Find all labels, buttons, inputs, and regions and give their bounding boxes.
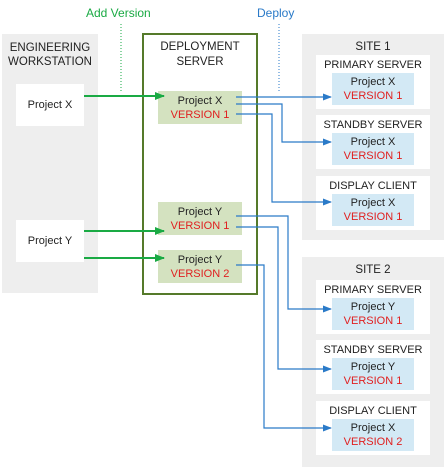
node-version: VERSION 2 (343, 436, 403, 448)
site-1-display-client: DISPLAY CLIENT Project X VERSION 1 (316, 176, 430, 230)
node-project-box: Project Y VERSION 1 (332, 298, 414, 330)
site-2-standby-server: STANDBY SERVER Project Y VERSION 1 (316, 340, 430, 394)
node-project: Project Y (350, 361, 396, 373)
node-project: Project X (350, 136, 396, 148)
node-version: VERSION 1 (343, 90, 403, 102)
deployment-item-version: VERSION 1 (170, 109, 230, 121)
workstation-project-x: Project X (16, 84, 84, 126)
workstation-project-y: Project Y (16, 220, 84, 262)
deploy-label: Deploy (257, 6, 295, 20)
deployment-item-project-x-v1: Project X VERSION 1 (158, 91, 242, 124)
node-project: Project X (350, 422, 396, 434)
deployment-item-project: Project Y (177, 254, 223, 266)
deployment-server-title-line2: SERVER (176, 56, 224, 68)
node-role: PRIMARY SERVER (324, 284, 422, 296)
node-role: DISPLAY CLIENT (329, 405, 417, 417)
deploy-arrow-site1-display (236, 113, 332, 206)
site-1-title: SITE 1 (355, 41, 391, 53)
node-project-box: Project Y VERSION 1 (332, 358, 414, 390)
node-project-box: Project X VERSION 1 (332, 73, 414, 105)
site-1-standby-server: STANDBY SERVER Project X VERSION 1 (316, 115, 430, 169)
deployment-item-project: Project X (177, 95, 223, 107)
node-version: VERSION 1 (343, 211, 403, 223)
node-version: VERSION 1 (343, 150, 403, 162)
site-2-display-client: DISPLAY CLIENT Project X VERSION 2 (316, 401, 430, 455)
node-project-box: Project X VERSION 2 (332, 419, 414, 451)
node-project-box: Project X VERSION 1 (332, 194, 414, 226)
deploy-arrow-site1-standby (236, 103, 332, 146)
deploy-arrow-site2-display (236, 264, 332, 432)
deployment-item-version: VERSION 1 (170, 220, 230, 232)
deployment-item-version: VERSION 2 (170, 268, 230, 280)
site-2-primary-server: PRIMARY SERVER Project Y VERSION 1 (316, 280, 430, 334)
deploy-arrow-site2-standby (236, 226, 332, 373)
engineering-workstation-title-line1: ENGINEERING (9, 42, 91, 54)
node-project: Project X (350, 197, 396, 209)
node-project: Project X (350, 76, 396, 88)
node-role: PRIMARY SERVER (324, 59, 422, 71)
add-version-label: Add Version (86, 6, 151, 20)
node-role: STANDBY SERVER (323, 119, 423, 131)
node-role: DISPLAY CLIENT (329, 180, 417, 192)
node-version: VERSION 1 (343, 315, 403, 327)
deployment-item-project-y-v1: Project Y VERSION 1 (158, 202, 242, 235)
deploy-arrow-site2-primary (236, 215, 332, 313)
deployment-server-title-line1: DEPLOYMENT (160, 41, 240, 53)
site-2-title: SITE 2 (355, 264, 391, 276)
node-project: Project Y (350, 301, 396, 313)
node-version: VERSION 1 (343, 375, 403, 387)
node-project-box: Project X VERSION 1 (332, 133, 414, 165)
node-role: STANDBY SERVER (323, 344, 423, 356)
deployment-item-project-y-v2: Project Y VERSION 2 (158, 250, 242, 283)
site-1-primary-server: PRIMARY SERVER Project X VERSION 1 (316, 55, 430, 109)
engineering-workstation-title-line2: WORKSTATION (8, 56, 92, 68)
deployment-item-project: Project Y (177, 206, 223, 218)
